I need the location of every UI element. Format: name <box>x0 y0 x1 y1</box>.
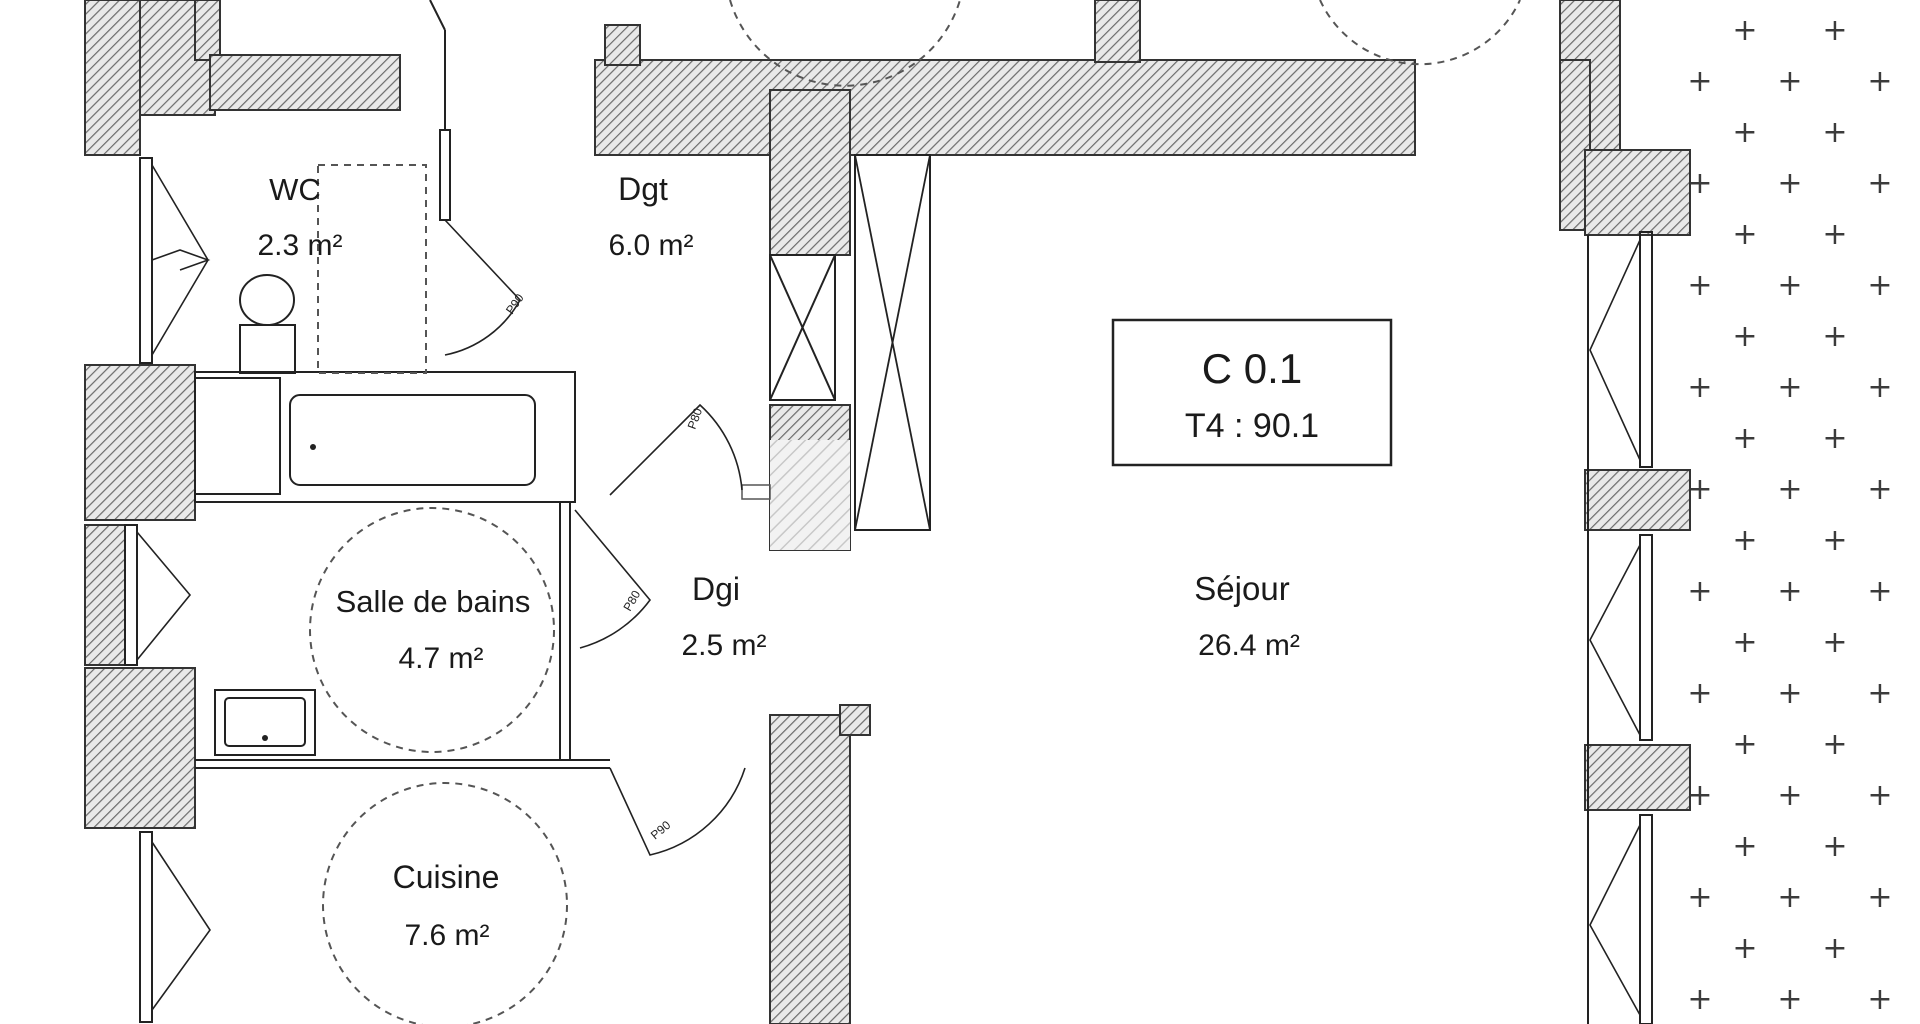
terrace-cross-mark: + <box>1687 166 1712 201</box>
unit-code: C 0.1 <box>1202 345 1302 392</box>
room-labels: WC 2.3 m² Dgt 6.0 m² Salle de bains 4.7 … <box>257 171 1299 952</box>
terrace-cross-mark: + <box>1822 625 1847 660</box>
walls <box>84 0 1691 1024</box>
room-area-dgi: 2.5 m² <box>681 629 766 662</box>
terrace-cross-mark: + <box>1822 13 1847 48</box>
wall-right-pier-2 <box>1584 744 1691 811</box>
door-tag-wc: P90 <box>503 291 527 317</box>
terrace-cross-mark: + <box>1687 982 1712 1017</box>
terrace-cross-mark: + <box>1822 217 1847 252</box>
wall-right-corner <box>1584 149 1691 236</box>
wall-left-stub <box>194 0 221 61</box>
terrace-cross-mark: + <box>1687 64 1712 99</box>
terrace-cross-mark: + <box>1687 778 1712 813</box>
wc-clearance-box <box>317 164 427 374</box>
wall-top-stub <box>604 24 641 66</box>
room-name-dgt: Dgt <box>618 171 668 207</box>
clearance-marks <box>309 0 1521 1024</box>
door-tag-kitchen: P90 <box>648 818 674 843</box>
wall-left-top-edge <box>84 0 141 156</box>
service-shafts <box>741 154 931 550</box>
stair-area <box>770 440 850 550</box>
terrace-cross-mark: + <box>1777 574 1802 609</box>
terrace-cross-mark: + <box>1777 64 1802 99</box>
terrace-cross-mark: + <box>1687 676 1712 711</box>
room-area-wc: 2.3 m² <box>257 229 342 262</box>
terrace-cross-mark: + <box>1777 982 1802 1017</box>
terrace-cross-mark: + <box>1687 880 1712 915</box>
wall-left-mid <box>84 364 196 521</box>
terrace-cross-mark: + <box>1777 166 1802 201</box>
wall-central-stub <box>839 704 871 736</box>
room-name-salle-de-bains: Salle de bains <box>336 584 531 619</box>
terrace-cross-mark: + <box>1687 370 1712 405</box>
terrace-cross-mark: + <box>1732 829 1757 864</box>
terrace-cross-mark: + <box>1732 421 1757 456</box>
terrace-cross-mark: + <box>1732 319 1757 354</box>
terrace-cross-mark: + <box>1867 64 1892 99</box>
terrace-cross-mark: + <box>1867 778 1892 813</box>
terrace-cross-mark: + <box>1867 676 1892 711</box>
bath-turning-circle <box>309 507 555 753</box>
kitchen-turning-circle <box>322 782 568 1024</box>
terrace-cross-mark: + <box>1867 472 1892 507</box>
wall-central-upper <box>769 89 851 256</box>
terrace-cross-mark: + <box>1732 115 1757 150</box>
wall-left-lower <box>84 667 196 829</box>
terrace-cross-mark: + <box>1777 268 1802 303</box>
unit-type-area: T4 : 90.1 <box>1185 407 1319 445</box>
terrace-cross-mark: + <box>1822 727 1847 762</box>
terrace-cross-mark: + <box>1732 625 1757 660</box>
terrace-cross-mark: + <box>1822 829 1847 864</box>
terrace-pattern: + + + + + + + + + + + + + + + + + + + + + + + + + + + + + + + + + + + + + + + +… <box>1687 13 1892 1017</box>
terrace-cross-mark: + <box>1867 574 1892 609</box>
door-tag-dgt: P80 <box>685 406 706 431</box>
terrace-cross-mark: + <box>1867 370 1892 405</box>
terrace-cross-mark: + <box>1687 472 1712 507</box>
terrace-cross-mark: + <box>1777 370 1802 405</box>
room-name-wc: WC <box>269 172 321 207</box>
wall-left-window-frame <box>84 524 126 666</box>
terrace-cross-mark: + <box>1867 166 1892 201</box>
opening-swings <box>136 164 1641 1016</box>
room-name-dgi: Dgi <box>692 571 740 607</box>
terrace-cross-mark: + <box>1687 574 1712 609</box>
terrace-cross-mark: + <box>1867 880 1892 915</box>
terrace-cross-mark: + <box>1732 217 1757 252</box>
terrace-cross-mark: + <box>1867 268 1892 303</box>
wall-right-pier-1 <box>1584 469 1691 531</box>
unit-label-box: C 0.1 T4 : 90.1 <box>1111 318 1393 467</box>
terrace-cross-mark: + <box>1822 931 1847 966</box>
wall-top-horizontal <box>594 59 1416 156</box>
terrace-cross-mark: + <box>1732 523 1757 558</box>
room-area-sejour: 26.4 m² <box>1198 629 1300 662</box>
wall-central-lower <box>769 714 851 1024</box>
terrace-cross-mark: + <box>1777 472 1802 507</box>
terrace-cross-mark: + <box>1822 115 1847 150</box>
terrace-cross-mark: + <box>1822 523 1847 558</box>
terrace-cross-mark: + <box>1687 268 1712 303</box>
room-name-cuisine: Cuisine <box>393 859 500 895</box>
top-circle-2 <box>1319 0 1521 66</box>
room-area-dgt: 6.0 m² <box>608 229 693 262</box>
terrace-cross-mark: + <box>1867 982 1892 1017</box>
wall-top-column <box>1094 0 1141 63</box>
terrace-cross-mark: + <box>1777 880 1802 915</box>
terrace-cross-mark: + <box>1777 778 1802 813</box>
room-name-sejour: Séjour <box>1194 570 1289 607</box>
room-area-cuisine: 7.6 m² <box>404 919 489 952</box>
terrace-cross-mark: + <box>1732 13 1757 48</box>
terrace-cross-mark: + <box>1822 421 1847 456</box>
wall-wc-top <box>209 54 401 111</box>
terrace-cross-mark: + <box>1822 319 1847 354</box>
terrace-cross-mark: + <box>1732 727 1757 762</box>
terrace-cross-mark: + <box>1777 676 1802 711</box>
room-area-salle-de-bains: 4.7 m² <box>398 642 483 675</box>
top-circle-1 <box>729 0 961 87</box>
terrace-cross-mark: + <box>1732 931 1757 966</box>
door-tag-bath: P80 <box>620 588 643 614</box>
